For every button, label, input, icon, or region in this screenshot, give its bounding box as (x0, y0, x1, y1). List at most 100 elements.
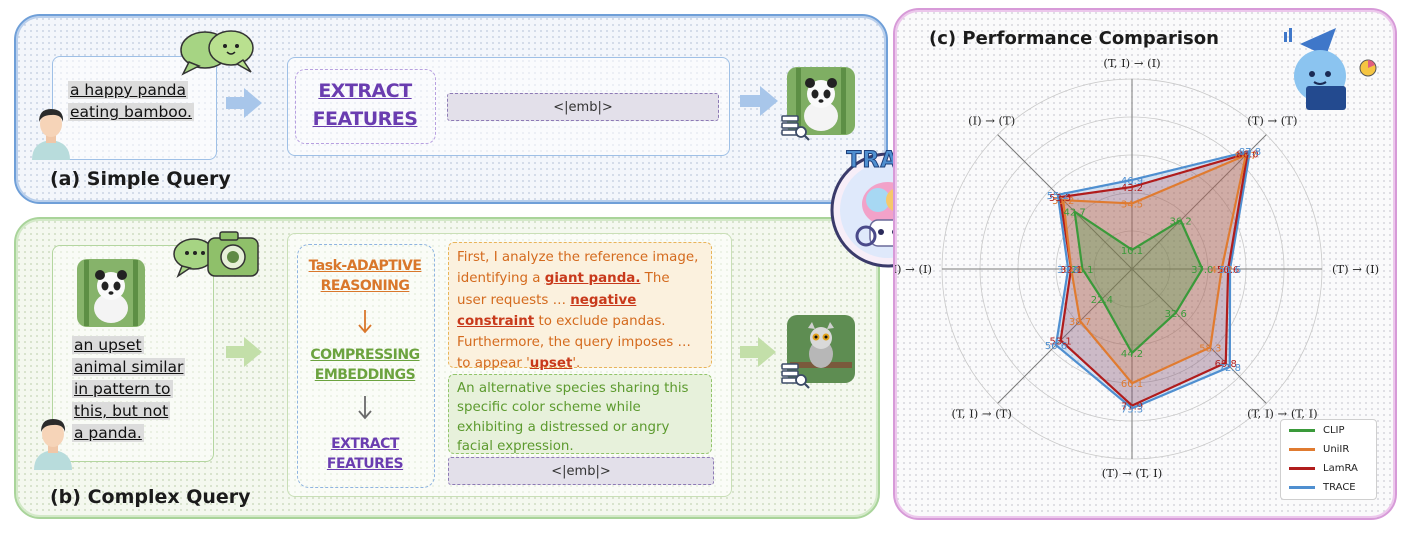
reasoning-part-2: The user requests … (457, 271, 670, 308)
complex-query-line-5: a panda. (72, 424, 144, 442)
complex-query-line-4: this, but not (72, 402, 171, 420)
step1-line-1: Task-ADAPTIVE (308, 258, 422, 274)
data-label-lamra: 50.6 (1217, 265, 1239, 276)
step-compressing-embeddings: COMPRESSING EMBEDDINGS (298, 345, 432, 385)
step3-line-1: EXTRACT (331, 436, 399, 452)
panel-a-title: (a) Simple Query (50, 168, 231, 190)
lemur-result-image (787, 315, 855, 383)
legend-swatch (1289, 486, 1315, 489)
database-search-icon (781, 363, 810, 389)
axis-label: (T) → (T, I) (1102, 466, 1162, 480)
step1-line-2: REASONING (320, 278, 410, 294)
data-label-lamra: 69.8 (1215, 359, 1237, 370)
chart-legend: CLIP UniIR LamRA TRACE (1280, 419, 1377, 500)
data-label-trace: 46.9 (1121, 176, 1143, 187)
step-task-adaptive-reasoning: Task-ADAPTIVE REASONING (298, 256, 432, 296)
axis-label: (I) → (T) (968, 114, 1015, 128)
reasoning-part-3: to exclude pandas. Furthermore, the quer… (457, 313, 691, 372)
data-label-trace: 33.6 (1057, 265, 1079, 276)
radar-chart: 10.136.237.032.644.222.426.142.734.584.7… (895, 58, 1379, 480)
legend-label: CLIP (1323, 425, 1345, 436)
extract-features-title: EXTRACT FEATURES (296, 77, 434, 133)
axis-label: (T, I) → (T, I) (1247, 406, 1318, 420)
data-label-trace: 55.2 (1047, 191, 1069, 202)
extract-title-line-2: FEATURES (312, 108, 418, 130)
data-label-clip: 44.2 (1121, 349, 1143, 360)
reasoning-text-box: First, I analyze the reference image, id… (448, 242, 712, 372)
legend-item-trace: TRACE (1281, 478, 1376, 497)
data-label-trace: 87.8 (1239, 147, 1261, 158)
axis-label: (I) → (I) (895, 262, 932, 276)
data-label-clip: 36.2 (1170, 216, 1192, 227)
data-label-lamra: 53.1 (1050, 336, 1072, 347)
axis-spoke (1131, 268, 1267, 404)
complex-query-line-3: in pattern to (72, 380, 173, 398)
data-label-uniir: 38.7 (1069, 317, 1091, 328)
legend-item-uniir: UniIR (1281, 440, 1376, 459)
legend-item-clip: CLIP (1281, 421, 1376, 440)
rewritten-query-box: An alternative species sharing this spec… (448, 374, 712, 454)
axis-spoke (997, 268, 1133, 404)
data-label-uniir: 58.3 (1199, 343, 1221, 354)
series-trace-area (1054, 149, 1252, 410)
emb-token-complex: <|emb|> (448, 457, 714, 485)
series-uniir-area (1062, 154, 1247, 385)
camera-chat-icon (173, 231, 259, 278)
data-label-trace: 73.3 (1121, 404, 1143, 415)
extract-title-line-1: EXTRACT (318, 80, 412, 102)
user-avatar-icon (34, 419, 72, 470)
database-search-icon (781, 115, 810, 141)
axis-spoke (997, 134, 1133, 270)
data-label-lamra: 86.0 (1236, 149, 1258, 160)
data-label-lamra: 32.1 (1060, 265, 1082, 276)
panel-b-title: (b) Complex Query (50, 486, 251, 508)
complex-query-text: an upset animal similar in pattern to th… (72, 334, 186, 444)
data-label-clip: 42.7 (1063, 208, 1085, 219)
step2-line-1: COMPRESSING (310, 347, 420, 363)
data-label-trace: 72.8 (1219, 363, 1241, 374)
legend-label: LamRA (1323, 463, 1358, 474)
step3-line-2: FEATURES (326, 456, 404, 472)
arrow-down-icon (358, 310, 372, 334)
data-label-uniir: 51.2 (1052, 196, 1074, 207)
legend-swatch (1289, 448, 1315, 451)
data-label-uniir: 47.2 (1211, 265, 1233, 276)
reasoning-highlight-giant-panda: giant panda. (544, 271, 641, 287)
legend-item-lamra: LamRA (1281, 459, 1376, 478)
reasoning-part-1: First, I analyze the reference image, id… (457, 250, 699, 287)
speech-bubbles-icon (180, 30, 254, 76)
extract-features-box (295, 69, 436, 144)
legend-label: TRACE (1323, 482, 1356, 493)
complex-query-line-1: an upset (72, 336, 144, 354)
reasoning-highlight-negative-constraint: negative constraint (457, 292, 637, 329)
mascot-wizard-icon (1284, 28, 1377, 110)
simple-query-line-2: eating bamboo. (68, 103, 194, 121)
arrow-right-icon (740, 86, 778, 116)
arrow-right-icon (226, 337, 262, 367)
step2-line-2: EMBEDDINGS (314, 367, 416, 383)
arrow-right-icon (740, 337, 776, 367)
data-label-clip: 37.0 (1191, 265, 1213, 276)
data-label-lamra: 43.2 (1121, 183, 1143, 194)
panda-result-image (787, 67, 855, 135)
pipeline-steps-box (297, 244, 435, 488)
data-label-uniir: 34.5 (1121, 199, 1143, 210)
data-label-trace: 56.6 (1045, 341, 1067, 352)
legend-swatch (1289, 467, 1315, 470)
data-label-lamra: 53.5 (1049, 193, 1071, 204)
simple-query-line-1: a happy panda (68, 81, 189, 99)
reasoning-highlight-upset: upset (529, 356, 573, 372)
axis-label: (T) → (I) (1332, 262, 1379, 276)
axis-label: (T, I) → (T) (951, 406, 1011, 420)
arrow-right-icon (226, 88, 262, 118)
legend-label: UniIR (1323, 444, 1350, 455)
data-label-clip: 10.1 (1121, 246, 1143, 257)
axis-label: (T) → (T) (1247, 114, 1297, 128)
axis-label: (T, I) → (I) (1103, 58, 1160, 70)
data-label-uniir: 32.0 (1060, 265, 1082, 276)
data-label-clip: 22.4 (1091, 295, 1113, 306)
step-extract-features: EXTRACT FEATURES (298, 434, 432, 474)
data-label-clip: 32.6 (1165, 309, 1187, 320)
panel-c-title: (c) Performance Comparison (929, 28, 1219, 49)
simple-query-text: a happy panda eating bamboo. (68, 79, 194, 123)
